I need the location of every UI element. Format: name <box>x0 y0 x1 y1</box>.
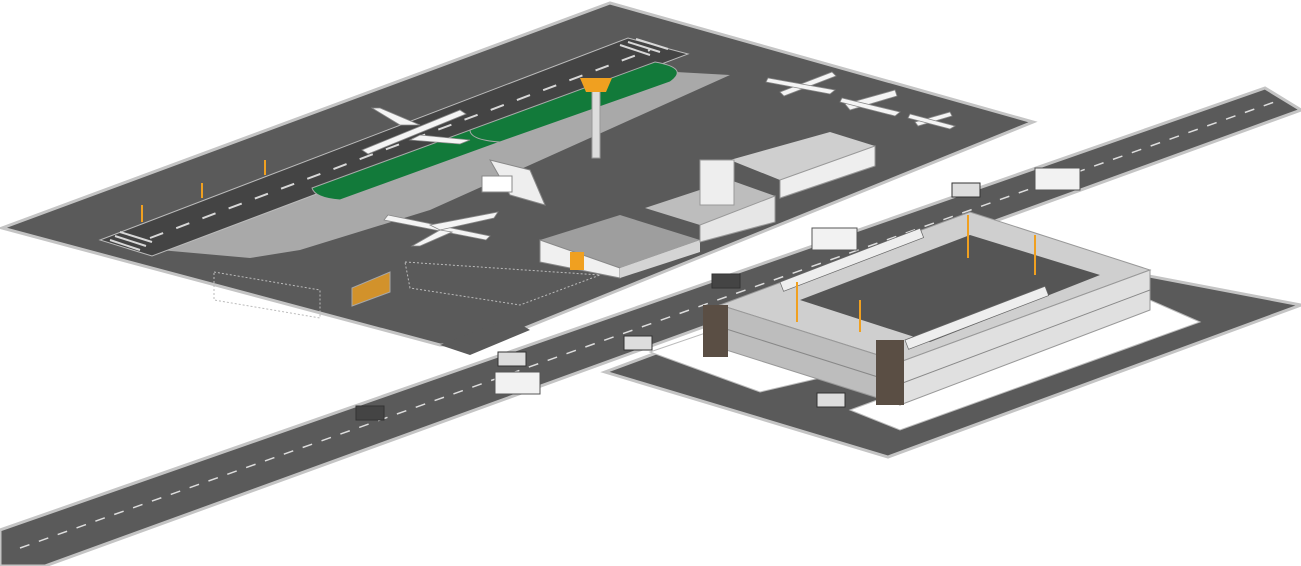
airplane-icon <box>361 107 471 155</box>
airplane-icon <box>839 89 901 117</box>
runway-centerline <box>149 49 651 239</box>
garage-pillar <box>876 340 904 405</box>
bus-icon <box>494 167 1081 395</box>
airplane-icon <box>383 211 499 247</box>
boarding-stairs-icon <box>481 159 546 206</box>
main-road <box>0 86 1301 566</box>
parking-garage <box>703 211 1152 406</box>
grass-area <box>311 129 502 201</box>
airplane-icon <box>765 71 837 97</box>
runway-threshold-markings <box>109 38 669 251</box>
grass-area <box>469 61 678 143</box>
car-icon <box>355 182 981 421</box>
access-road <box>440 318 530 355</box>
fence-icon <box>213 261 601 319</box>
taxiway-area <box>160 70 730 258</box>
parked-cars <box>779 227 1050 350</box>
control-tower-icon <box>580 78 612 159</box>
terminal-building <box>539 132 876 279</box>
control-tower-base <box>699 159 735 206</box>
garage-pillar <box>703 305 728 357</box>
street-lamp-icon <box>141 160 1036 332</box>
airplane-icon <box>907 111 957 130</box>
road-lane-marking <box>19 99 1281 549</box>
